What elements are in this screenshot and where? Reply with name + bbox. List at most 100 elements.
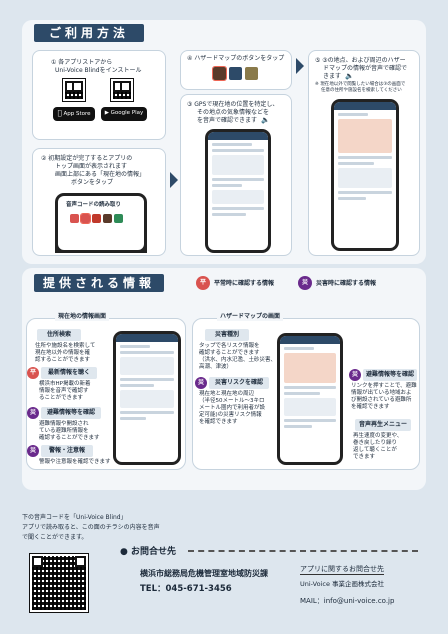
type-tag: 災害種別 bbox=[205, 329, 249, 341]
evac-text2: 情報が出ている地域およ bbox=[351, 390, 412, 396]
shelter-badge: 災 bbox=[27, 407, 39, 419]
legend-normal: 平常時に確認する情報 bbox=[214, 280, 275, 287]
features-title: 提供される情報 bbox=[34, 274, 164, 292]
warn-badge: 災 bbox=[27, 445, 39, 457]
google-play-button[interactable]: ▶ Google Play bbox=[101, 107, 147, 121]
step1-card: ① 各アプリストアから Uni-Voice Blindをインストール  App… bbox=[32, 50, 166, 140]
hazard-map-button[interactable] bbox=[212, 66, 227, 81]
qr-code-ios[interactable] bbox=[62, 78, 86, 102]
app-icon-5[interactable] bbox=[114, 214, 123, 223]
current-info-card: 現在地の情報画面 住所検索 住所や施設名を検索して 現在地以外の情報を確 認する… bbox=[26, 313, 186, 470]
app-icon-1[interactable] bbox=[70, 214, 79, 223]
current-location-button[interactable] bbox=[80, 213, 91, 224]
replay-text2: 巻き戻したり繰り bbox=[353, 440, 398, 446]
step5-phone bbox=[331, 99, 399, 251]
evac-text4: を確認できます bbox=[351, 404, 390, 410]
risk-text2: （半径50メートル〜3キロ bbox=[199, 398, 265, 404]
app-contact-title: アプリに関するお問合せ先 bbox=[300, 565, 384, 575]
step3-label: ③ GPSで現在地の位置を特定し、 bbox=[187, 101, 279, 108]
type-text1: タップで各リスク情報を bbox=[199, 343, 260, 349]
hazard-card: ハザードマップの画面 災害種別 タップで各リスク情報を 確認することができます … bbox=[192, 313, 420, 470]
news-badge: 平 bbox=[27, 367, 39, 379]
replay-text1: 再生速度の変更や、 bbox=[353, 433, 403, 439]
app-store-label: App Store bbox=[60, 111, 90, 117]
replay-text4: できます bbox=[353, 454, 376, 460]
type-text3: （洪水、内水氾濫、土砂災害、 bbox=[199, 357, 277, 363]
evac-badge: 災 bbox=[349, 369, 361, 381]
search-text2: 現在地以外の情報を確 bbox=[35, 350, 91, 356]
step5-note1: ※ 現在地以外で閲覧したい場合は③の画面で bbox=[315, 82, 406, 87]
step2-line4: ボタンをタップ bbox=[71, 179, 114, 186]
current-heading: 現在地の情報画面 bbox=[55, 313, 110, 321]
step5-line3: きます bbox=[323, 73, 342, 80]
warn-tag: 警報・注意報 bbox=[41, 445, 93, 457]
footer-note1: 下の音声コードを「Uni-Voice Blind」 bbox=[22, 514, 127, 521]
current-phone bbox=[113, 331, 181, 465]
arrow-right-icon bbox=[170, 172, 178, 188]
evac-tag: 避難情報等を確認 bbox=[363, 369, 417, 381]
app-store-button[interactable]:  App Store bbox=[53, 107, 95, 121]
contact-divider bbox=[188, 550, 418, 552]
search-tag: 住所検索 bbox=[37, 329, 81, 341]
search-text3: 認することができます bbox=[35, 357, 91, 363]
legend-disaster: 災害時に確認する情報 bbox=[316, 280, 377, 287]
speaker-icon: 🔈 bbox=[261, 116, 270, 124]
risk-badge: 災 bbox=[195, 377, 207, 389]
type-text2: 確認することができます bbox=[199, 350, 260, 356]
step2-card: ② 初期設定が完了するとアプリの トップ画面が表示されます 画面上部にある「現在… bbox=[32, 148, 166, 256]
risk-text4: 定可能)の災害リスク情報 bbox=[199, 412, 262, 418]
app-mail[interactable]: MAIL：info@uni-voice.co.jp bbox=[300, 597, 395, 605]
step5-card: ⑤ ③の地点、および周辺のハザー ドマップの情報が音声で確認で きます 🔈 ※ … bbox=[308, 50, 420, 256]
risk-text5: を確認できます bbox=[199, 419, 238, 425]
contact-tel: TEL：045-671-3456 bbox=[140, 584, 232, 594]
step3-phone bbox=[205, 129, 271, 253]
step1-label: ① 各アプリストアから bbox=[51, 59, 113, 66]
qr-code-android[interactable] bbox=[110, 78, 134, 102]
contact-title: ● お問合せ先 bbox=[120, 547, 176, 557]
normal-badge: 平 bbox=[196, 276, 210, 290]
step3-card: ③ GPSで現在地の位置を特定し、 その地点の気象情報などを を音声で確認できま… bbox=[180, 94, 292, 256]
news-text1: 横浜市HP掲載の新着 bbox=[39, 381, 91, 387]
voice-code[interactable] bbox=[29, 553, 89, 613]
step1-line2: Uni-Voice Blindをインストール bbox=[55, 67, 142, 74]
step2-line3: 画面上部にある「現在地の情報」 bbox=[55, 171, 146, 178]
risk-text1: 現在地と現在地の周辺 bbox=[199, 391, 255, 397]
news-text3: ることができます bbox=[39, 395, 84, 401]
step4-card: ④ ハザードマップのボタンをタップ bbox=[180, 50, 292, 90]
step4-label: ④ ハザードマップのボタンをタップ bbox=[187, 55, 285, 62]
footer-note2: アプリで読み取ると、この面のチラシの内容を音声 bbox=[22, 524, 160, 531]
search-text1: 住所や施設名を検索して bbox=[35, 343, 96, 349]
step3-line2: その地点の気象情報などを bbox=[197, 109, 270, 116]
hazard-phone bbox=[277, 333, 343, 465]
usage-title: ご利用方法 bbox=[34, 24, 144, 42]
play-icon: ▶ bbox=[104, 110, 109, 116]
evac-text1: リンクを押すことで、避難 bbox=[351, 383, 417, 389]
disaster-badge: 災 bbox=[298, 276, 312, 290]
app-icon-4[interactable] bbox=[103, 214, 112, 223]
app-org: Uni-Voice 事業企画株式会社 bbox=[300, 580, 385, 588]
replay-tag: 音声再生メニュー bbox=[355, 419, 411, 431]
contact-org: 横浜市総務局危機管理室地域防災課 bbox=[140, 569, 268, 578]
step5-line2: ドマップの情報が音声で確認で bbox=[323, 65, 408, 72]
step3-line3: を音声で確認できます bbox=[197, 117, 258, 124]
hazard-heading: ハザードマップの画面 bbox=[217, 313, 284, 321]
shelter-text3: 確認することができます bbox=[39, 435, 100, 441]
shelter-text2: ている避難所情報を bbox=[39, 428, 89, 434]
apple-icon:  bbox=[58, 109, 62, 117]
step2-line2: トップ画面が表示されます bbox=[55, 163, 128, 170]
step2-screen-label: 音声コードの読み取り bbox=[66, 202, 122, 208]
app-icon-a[interactable] bbox=[229, 67, 242, 80]
replay-text3: 返して聴くことが bbox=[353, 447, 397, 453]
step4-icons bbox=[212, 66, 258, 81]
google-play-label: Google Play bbox=[110, 110, 144, 116]
step2-phone: 音声コードの読み取り bbox=[55, 193, 147, 253]
app-icon-3[interactable] bbox=[92, 214, 101, 223]
footer-note3: で聞くことができます。 bbox=[22, 534, 88, 541]
app-icon-b[interactable] bbox=[245, 67, 258, 80]
step2-label: ② 初期設定が完了するとアプリの bbox=[41, 155, 133, 162]
type-text4: 高潮、津波） bbox=[199, 364, 233, 370]
speaker-icon-2: 🔈 bbox=[345, 72, 354, 80]
arrow-right-icon-2 bbox=[296, 58, 304, 74]
shelter-tag: 避難情報等を確認 bbox=[41, 407, 101, 419]
risk-text3: メートル圏内で利用者が設 bbox=[199, 405, 266, 411]
